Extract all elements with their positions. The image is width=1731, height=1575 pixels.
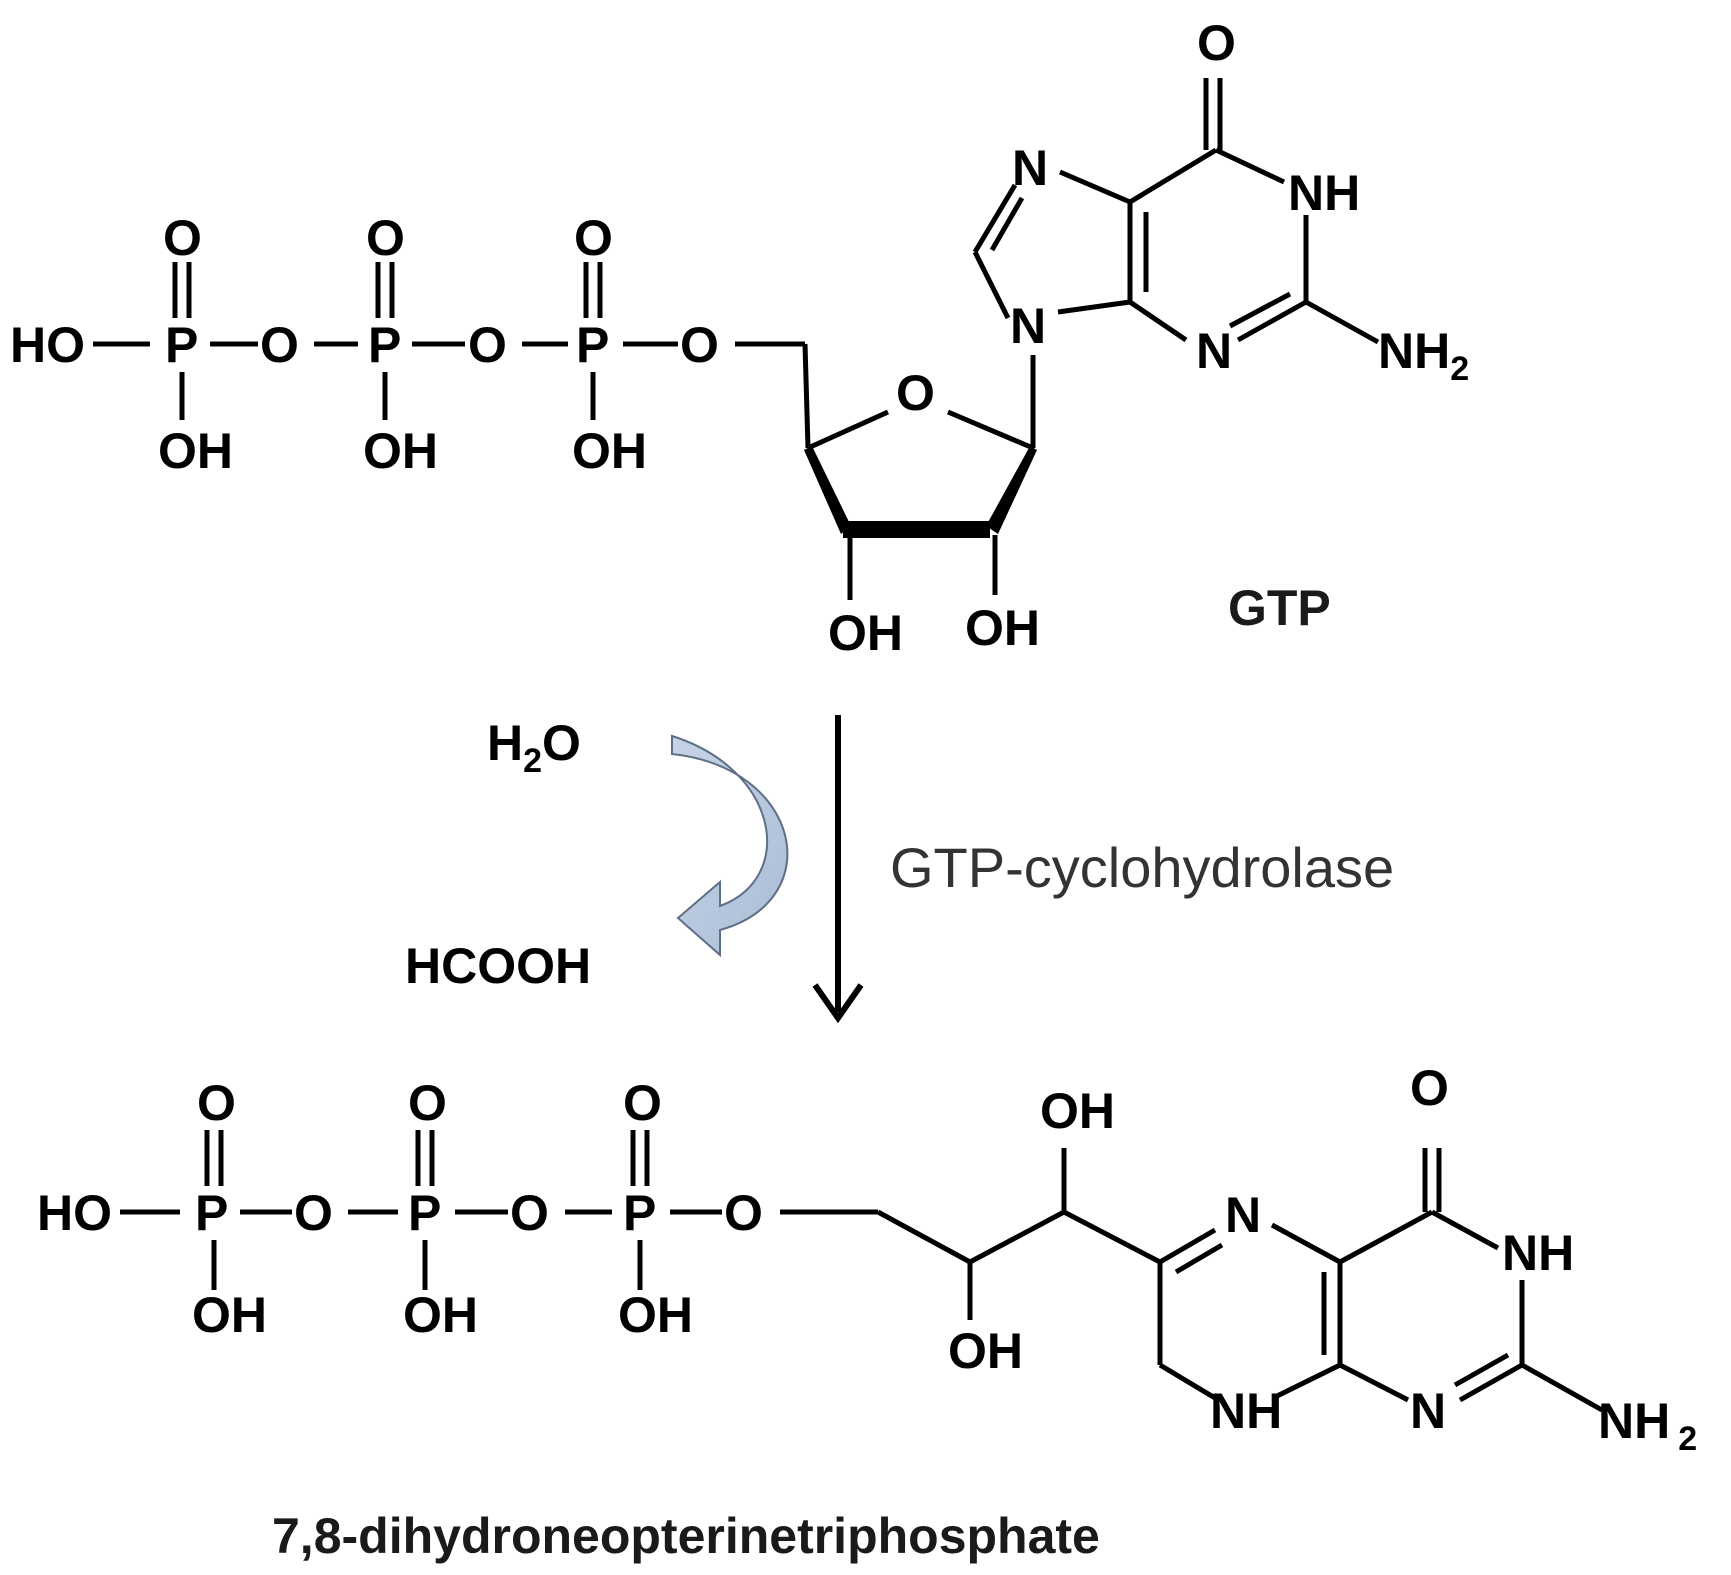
gtp-label-o-top2: O xyxy=(366,210,405,266)
gtp-label-o-ring: O xyxy=(896,365,935,421)
gtp-label-oh-c3: OH xyxy=(965,600,1040,656)
product-label-o-top3: O xyxy=(623,1075,662,1131)
product-label-oh-side-lower: OH xyxy=(948,1323,1023,1379)
product-label-oh-side-upper: OH xyxy=(1040,1083,1115,1139)
gtp-label-o6: O xyxy=(1197,15,1236,71)
gtp-label-oh3: OH xyxy=(572,423,647,479)
gtp-label-nh2: NH2 xyxy=(1378,323,1469,388)
product-label-o-bridge2: O xyxy=(510,1185,549,1241)
product-molecule: HO P O P O P O O O O OH OH OH OH OH N NH… xyxy=(37,1060,1697,1564)
gtp-label-n9: N xyxy=(1010,298,1046,354)
enzyme-label: GTP-cyclohydrolase xyxy=(890,836,1394,899)
curved-arrow xyxy=(671,734,789,958)
product-label-n1: N xyxy=(1410,1383,1446,1439)
gtp-label-o-bridge2: O xyxy=(468,317,507,373)
product-label-p2: P xyxy=(408,1185,441,1241)
product-label-p1: P xyxy=(195,1185,228,1241)
reaction-arrows: H2O HCOOH GTP-cyclohydrolase xyxy=(405,715,1394,1024)
product-triphosphate-bonds xyxy=(120,1130,878,1290)
gtp-label-o-top1: O xyxy=(163,210,202,266)
gtp-guanine-bonds xyxy=(972,78,1380,345)
product-name: 7,8-dihydroneopterinetriphosphate xyxy=(272,1508,1100,1564)
product-label-nh3: NH xyxy=(1502,1225,1574,1281)
product-pterin-bonds xyxy=(1157,1148,1604,1413)
cosubstrate-water: H2O xyxy=(487,715,581,780)
gtp-name: GTP xyxy=(1228,580,1331,636)
product-label-ho: HO xyxy=(37,1185,112,1241)
gtp-label-oh-c2: OH xyxy=(828,605,903,661)
product-label-o-top1: O xyxy=(197,1075,236,1131)
gtp-triphosphate-bonds xyxy=(93,262,805,420)
gtp-ribose-bonds xyxy=(802,343,1037,600)
gtp-label-ho: HO xyxy=(10,317,85,373)
gtp-label-o-top3: O xyxy=(574,210,613,266)
product-label-nh8: NH xyxy=(1210,1383,1282,1439)
gtp-label-o-bridge3: O xyxy=(680,317,719,373)
gtp-label-oh2: OH xyxy=(363,423,438,479)
gtp-label-n3: N xyxy=(1196,323,1232,379)
product-label-n5: N xyxy=(1225,1187,1261,1243)
gtp-label-o-bridge1: O xyxy=(260,317,299,373)
product-label-o-top2: O xyxy=(408,1075,447,1131)
product-label-oh3: OH xyxy=(618,1287,693,1343)
product-label-o-bridge3: O xyxy=(724,1185,763,1241)
gtp-label-nh1: NH xyxy=(1288,165,1360,221)
gtp-molecule: HO P O P O P O O O O OH OH OH O OH OH N … xyxy=(10,15,1469,661)
byproduct-formic-acid: HCOOH xyxy=(405,938,591,994)
product-label-oh1: OH xyxy=(192,1287,267,1343)
product-label-p3: P xyxy=(623,1185,656,1241)
product-label-o-bridge1: O xyxy=(294,1185,333,1241)
product-label-o4: O xyxy=(1410,1060,1449,1116)
gtp-label-p2: P xyxy=(368,317,401,373)
gtp-label-p1: P xyxy=(165,317,198,373)
product-label-oh2: OH xyxy=(403,1287,478,1343)
gtp-label-n7: N xyxy=(1012,140,1048,196)
gtp-label-oh1: OH xyxy=(158,423,233,479)
main-arrow-head xyxy=(812,983,864,1024)
product-sidechain-bonds xyxy=(876,1148,1162,1320)
gtp-label-p3: P xyxy=(576,317,609,373)
